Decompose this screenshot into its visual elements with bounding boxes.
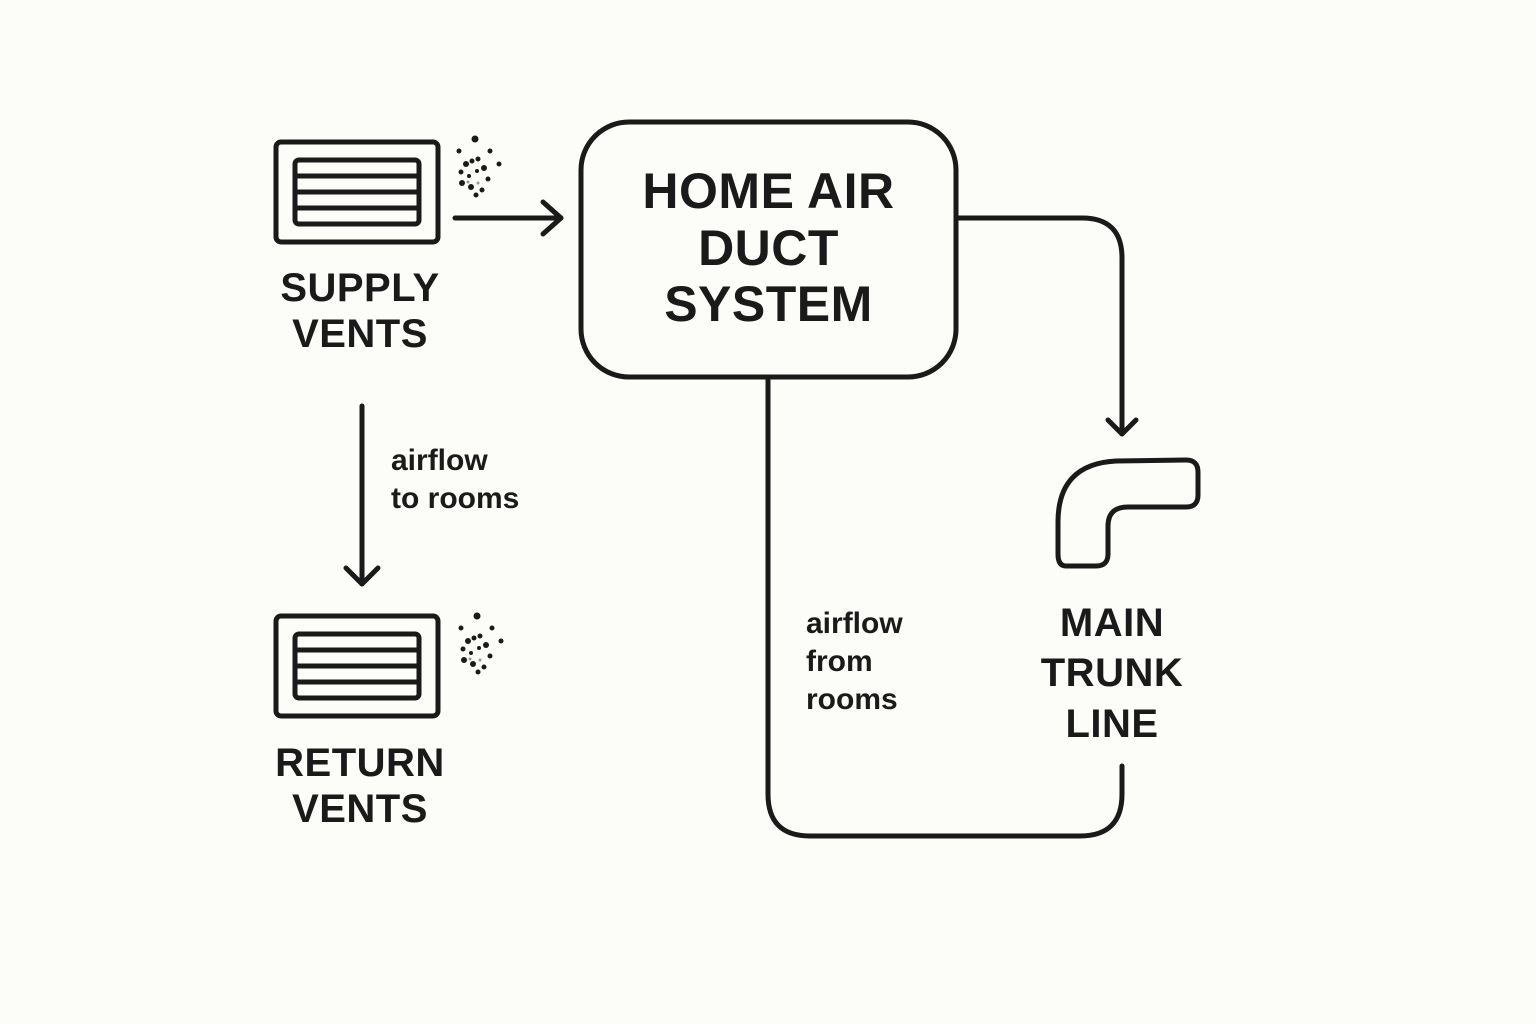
main-trunk-line-label: MAIN TRUNK LINE [1040,601,1184,746]
airflow-to-rooms-label: airflow to rooms [391,444,520,516]
central-box [578,119,959,380]
supply-dust-particles-icon [456,135,502,198]
return-vent-icon [276,616,438,716]
airflow-from-rooms-label: airflow from rooms [806,607,903,717]
return-airflow-loop [765,377,1125,839]
arrow-system-to-trunk [953,215,1139,437]
arrow-supply-to-system [452,199,564,237]
supply-vents-label: SUPPLY VENTS [280,266,440,356]
duct-elbow-icon [1055,457,1201,569]
return-dust-particles-icon [458,612,504,675]
supply-vent-icon [276,142,438,242]
return-vents-label: RETURN VENTS [275,741,445,831]
central-box-title: HOME AIR DUCT SYSTEM [642,163,895,332]
arrow-supply-to-return [343,403,381,587]
